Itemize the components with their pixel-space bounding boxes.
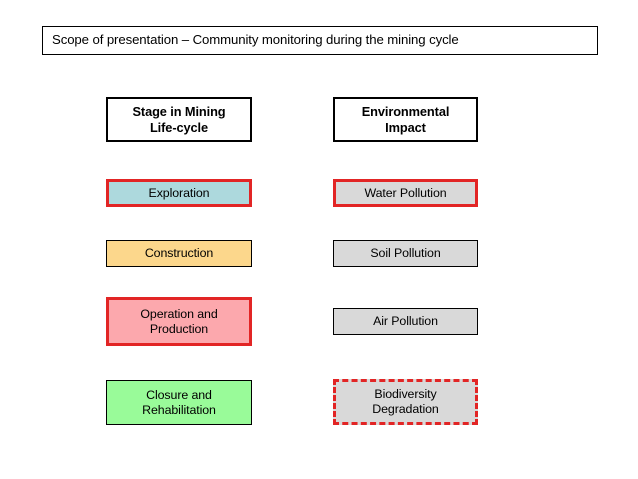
stage-box-label-line-1: Closure and (146, 387, 212, 402)
stage-box-label: Construction (144, 246, 214, 261)
stage-box-label: Closure and Rehabilitation (142, 388, 216, 417)
impact-box-water-pollution[interactable]: Water Pollution (333, 179, 478, 207)
impact-box-label: Biodiversity Degradation (372, 387, 439, 416)
column-header-stage-in-mining-life-cycle: Stage in Mining Life-cycle (106, 97, 252, 142)
stage-box-label-line-1: Operation and (140, 306, 218, 321)
header-line-1: Environmental (361, 104, 450, 120)
impact-box-label: Air Pollution (373, 314, 438, 329)
impact-box-air-pollution[interactable]: Air Pollution (333, 308, 478, 335)
header-line-2: Impact (385, 119, 426, 135)
impact-box-biodiversity-degradation[interactable]: Biodiversity Degradation (333, 379, 478, 425)
header-line-2: Life-cycle (149, 119, 209, 135)
impact-box-label-line-2: Degradation (372, 402, 439, 416)
impact-box-label-line-1: Biodiversity (374, 387, 437, 402)
page-title: Scope of presentation – Community monito… (52, 32, 459, 48)
impact-box-label: Water Pollution (364, 185, 447, 200)
column-header-label: Environmental Impact (362, 104, 450, 134)
stage-box-construction[interactable]: Construction (106, 240, 252, 267)
impact-box-soil-pollution[interactable]: Soil Pollution (333, 240, 478, 267)
stage-box-label-line-2: Rehabilitation (142, 402, 216, 417)
stage-box-operation-and-production[interactable]: Operation and Production (106, 297, 252, 346)
column-header-environmental-impact: Environmental Impact (333, 97, 478, 142)
slide-title-box: Scope of presentation – Community monito… (42, 26, 598, 55)
impact-box-label: Soil Pollution (370, 246, 441, 261)
stage-box-label: Operation and Production (140, 307, 217, 336)
stage-box-closure-and-rehabilitation[interactable]: Closure and Rehabilitation (106, 380, 252, 425)
stage-box-label: Exploration (148, 185, 210, 200)
stage-box-label-line-2: Production (149, 321, 209, 336)
column-header-label: Stage in Mining Life-cycle (132, 104, 225, 134)
stage-box-exploration[interactable]: Exploration (106, 179, 252, 207)
header-line-1: Stage in Mining (132, 104, 226, 120)
